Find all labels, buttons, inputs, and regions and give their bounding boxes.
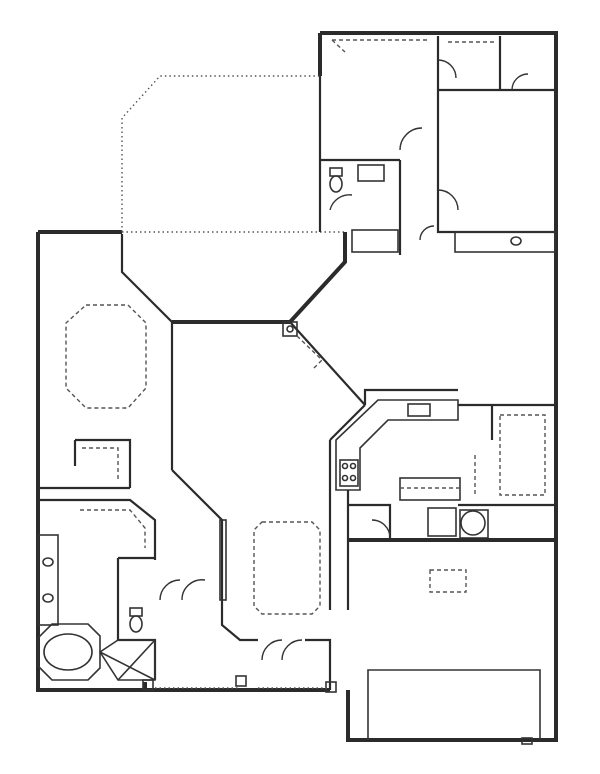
kitchen-counter xyxy=(335,399,459,491)
shower xyxy=(98,639,156,681)
bedroom-3 xyxy=(436,36,556,234)
kitchen-sink-icon xyxy=(407,403,431,417)
hall-sink-icon xyxy=(357,164,385,182)
front-door xyxy=(261,639,303,661)
kitchen-island xyxy=(399,477,461,501)
master-door xyxy=(159,579,206,601)
vanity-right xyxy=(454,231,556,253)
rear-patio xyxy=(121,75,345,233)
great-room xyxy=(170,232,366,615)
exterior-columns xyxy=(142,675,533,745)
bathtub xyxy=(37,623,101,681)
stove xyxy=(339,459,359,487)
tub xyxy=(351,229,399,253)
master-bedroom-ceiling-outline xyxy=(65,304,147,409)
washer xyxy=(427,507,457,537)
hall-toilet-icon xyxy=(329,167,343,177)
garage-attic-access xyxy=(429,569,467,593)
dining-area xyxy=(458,403,556,507)
sink-icon xyxy=(42,593,54,603)
great-room-ceiling-outline xyxy=(253,521,321,615)
entry-hall xyxy=(159,404,366,690)
garage-door xyxy=(367,669,541,740)
exterior-walls xyxy=(36,31,558,742)
vanity-counter xyxy=(37,534,59,626)
garage xyxy=(348,538,556,740)
hall-bath xyxy=(318,127,556,255)
fireplace xyxy=(282,321,298,337)
utility xyxy=(348,503,556,542)
bedroom-2 xyxy=(318,36,457,162)
master-bedroom xyxy=(38,234,173,490)
sink-icon xyxy=(42,557,54,567)
master-bath xyxy=(37,438,157,681)
kitchen xyxy=(335,388,461,610)
toilet-icon xyxy=(129,607,143,617)
